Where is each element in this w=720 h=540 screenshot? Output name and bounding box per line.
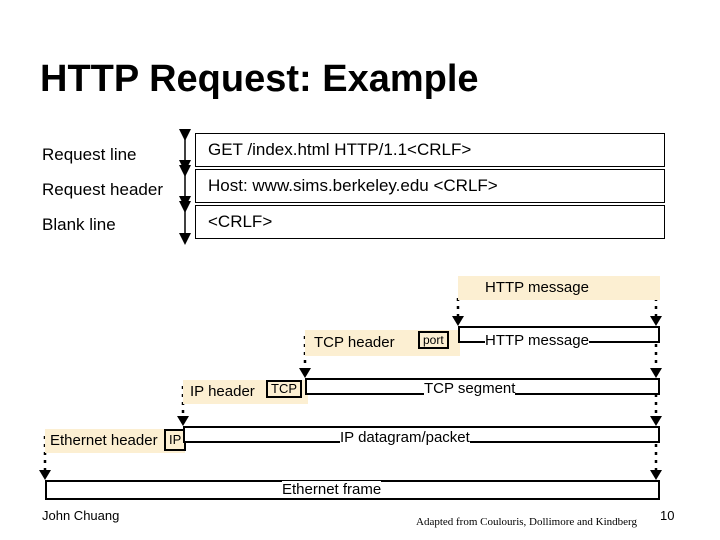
http-message-label: HTTP message	[485, 332, 589, 349]
ethernet-header-label: Ethernet header	[50, 432, 158, 449]
tcp-segment-label: TCP segment	[424, 380, 516, 397]
request-header-box: Host: www.sims.berkeley.edu <CRLF>	[195, 169, 665, 203]
ip-datagram-label: IP datagram/packet	[340, 429, 470, 446]
page-number: 10	[660, 508, 675, 523]
tcp-tag: TCP	[266, 380, 302, 398]
request-line-label: Request line	[42, 145, 137, 164]
ethernet-header-shade	[45, 429, 185, 453]
blank-line-label: Blank line	[42, 215, 116, 234]
http-message-shade	[458, 276, 660, 300]
port-tag: port	[418, 331, 449, 349]
ip-header-label: IP header	[190, 383, 255, 400]
slide-title: HTTP Request: Example	[40, 58, 479, 100]
ethernet-frame-label: Ethernet frame	[282, 481, 382, 498]
credit: Adapted from Coulouris, Dollimore and Ki…	[416, 516, 637, 528]
http-message-top-label: HTTP message	[485, 279, 589, 296]
ip-tag: IP	[164, 429, 187, 451]
author: John Chuang	[42, 508, 120, 523]
tcp-header-label: TCP header	[314, 334, 395, 351]
request-line-box: GET /index.html HTTP/1.1<CRLF>	[195, 133, 665, 167]
request-header-label: Request header	[42, 180, 163, 199]
blank-line-box: <CRLF>	[195, 205, 665, 239]
